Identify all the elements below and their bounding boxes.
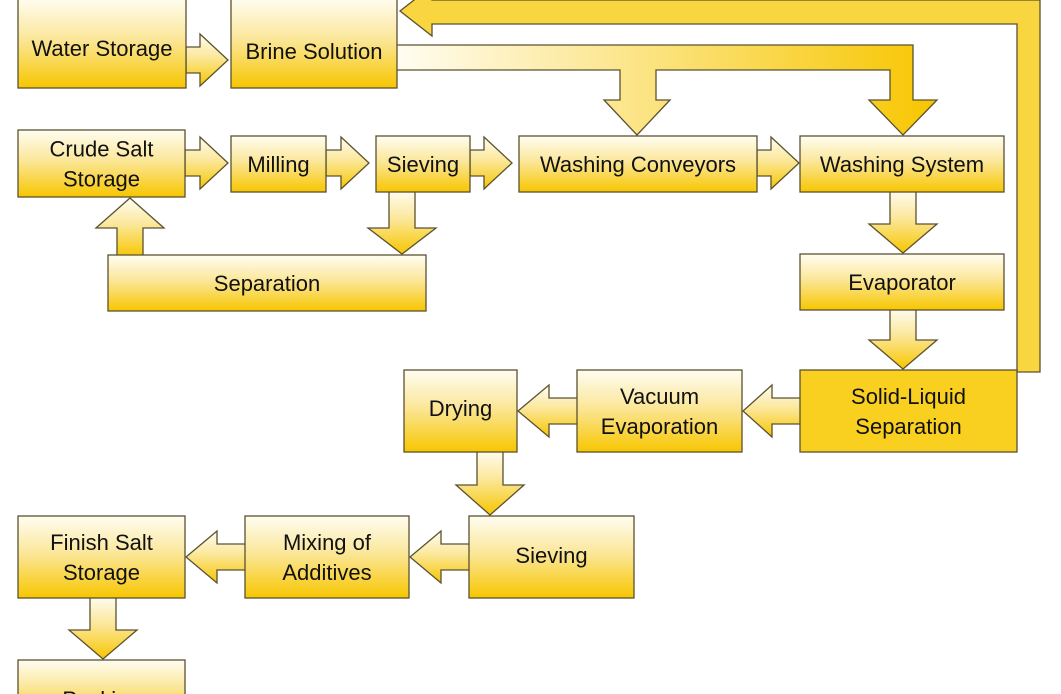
node-separation: Separation: [107, 254, 427, 312]
node-box: [230, 0, 398, 89]
node-box: [518, 135, 758, 193]
node-box: [17, 515, 186, 599]
node-mixing-of-additives: Mixing of Additives: [244, 515, 410, 599]
node-brine-solution: Brine Solution: [230, 0, 398, 89]
arrow-vacuum-to-drying: [516, 383, 580, 439]
node-label: Evaporator: [848, 270, 956, 295]
node-box: [799, 369, 1018, 453]
arrow-evaporator-to-solid-liquid: [867, 307, 939, 370]
node-box: [799, 135, 1005, 193]
node-label: Mixing of: [283, 530, 372, 555]
node-box: [799, 253, 1005, 311]
arrow-drying-to-sieving: [454, 449, 526, 516]
node-label: Drying: [429, 396, 493, 421]
node-box: [17, 129, 186, 198]
node-label: Crude Salt: [50, 137, 154, 162]
node-label: Washing System: [820, 152, 984, 177]
node-box: [468, 515, 635, 599]
node-box: [375, 135, 471, 193]
node-box: [230, 135, 327, 193]
node-box: [17, 0, 187, 89]
arrow-conveyors-to-washing-system: [756, 135, 800, 191]
node-label: Separation: [214, 271, 320, 296]
node-label: Sieving: [387, 152, 459, 177]
node-box: [244, 515, 410, 599]
arrow-sieving-to-mixing: [408, 529, 472, 585]
node-label: Milling: [247, 152, 309, 177]
node-water-storage: Water Storage: [17, 0, 187, 89]
node-label: Packing: [62, 687, 140, 694]
node-label: Vacuum: [620, 384, 699, 409]
node-sieving-2: Sieving: [468, 515, 635, 599]
arrow-milling-to-sieving: [325, 135, 370, 191]
arrow-separation-to-crude: [94, 197, 166, 258]
node-label: Finish Salt: [50, 530, 153, 555]
node-label: Separation: [855, 414, 961, 439]
node-label: Solid-Liquid: [851, 384, 966, 409]
arrow-brine-to-washing: [395, 44, 939, 136]
node-label: Storage: [63, 560, 140, 585]
arrow-solid-liquid-to-brine: [398, 0, 1041, 373]
node-label: Storage: [63, 167, 140, 192]
node-box: [107, 254, 427, 312]
node-label: Additives: [282, 560, 371, 585]
node-label: Washing Conveyors: [540, 152, 736, 177]
node-sieving-1: Sieving: [375, 135, 471, 193]
node-milling: Milling: [230, 135, 327, 193]
node-drying: Drying: [403, 369, 518, 453]
node-box: [403, 369, 518, 453]
node-box: [576, 369, 743, 453]
node-box: [17, 659, 186, 694]
arrow-water-to-brine: [185, 32, 229, 88]
node-evaporator: Evaporator: [799, 253, 1005, 311]
arrow-crude-to-milling: [184, 135, 229, 191]
node-washing-conveyors: Washing Conveyors: [518, 135, 758, 193]
node-packing: Packing: [17, 659, 186, 694]
arrow-sieving-to-separation: [366, 189, 438, 255]
arrow-sieving-to-conveyors: [469, 135, 513, 191]
node-washing-system: Washing System: [799, 135, 1005, 193]
arrow-washing-system-to-evaporator: [867, 189, 939, 254]
node-label: Water Storage: [31, 36, 172, 61]
node-label: Brine Solution: [246, 39, 383, 64]
arrow-finish-to-packing: [67, 595, 139, 660]
node-label: Evaporation: [601, 414, 718, 439]
node-label: Sieving: [515, 543, 587, 568]
arrow-mixing-to-finish: [184, 529, 248, 585]
arrow-solid-liquid-to-vacuum: [742, 383, 803, 439]
